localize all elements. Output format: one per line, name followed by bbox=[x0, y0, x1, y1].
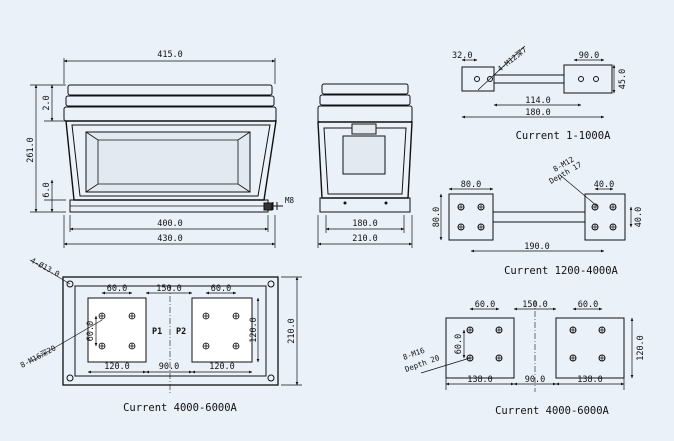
plan-left-vertical: 60.0 bbox=[86, 321, 96, 341]
busbar-1000-caption: Current 1-1000A bbox=[516, 130, 612, 142]
busbar-4000-span: 190.0 bbox=[524, 242, 550, 252]
plan-caption: Current 4000-6000A bbox=[123, 402, 237, 414]
side-view-dimensions bbox=[317, 215, 413, 248]
plan-dimensions bbox=[29, 259, 302, 386]
plan-pad-height: 120.0 bbox=[249, 317, 259, 343]
plan-pad-gap: 90.0 bbox=[159, 362, 179, 372]
plan-bolts bbox=[98, 312, 240, 350]
plan-pad-width-right: 120.0 bbox=[209, 362, 235, 372]
busbar-1000-right-width: 90.0 bbox=[579, 51, 599, 61]
busbar-1000-holes: 4-M12深7 bbox=[496, 45, 529, 73]
side-inner-width: 180.0 bbox=[352, 219, 378, 229]
plan-pad-spacing: 150.0 bbox=[156, 284, 182, 294]
plan-label-p1: P1 bbox=[152, 327, 162, 337]
front-view bbox=[63, 84, 283, 213]
busbar-4000-right-height: 40.0 bbox=[634, 207, 644, 227]
busbar-1000-mid-length: 114.0 bbox=[525, 96, 551, 106]
busbar-6000-left-vertical: 60.0 bbox=[454, 334, 464, 354]
front-width-top: 415.0 bbox=[157, 50, 183, 60]
busbar-6000-left-width: 138.0 bbox=[467, 375, 493, 385]
busbar-4000-dimensions bbox=[439, 174, 633, 253]
busbar-4000-caption: Current 1200-4000A bbox=[504, 265, 618, 277]
front-view-dimensions bbox=[30, 58, 276, 248]
busbar-6000-left-pitch: 60.0 bbox=[475, 300, 495, 310]
front-height: 261.0 bbox=[26, 137, 36, 163]
busbar-6000-gap-mid: 150.0 bbox=[522, 300, 548, 310]
busbar-6000-height: 120.0 bbox=[636, 335, 646, 361]
front-terminal-label: M8 bbox=[285, 196, 295, 205]
busbar-6000-caption: Current 4000-6000A bbox=[495, 405, 609, 417]
busbar-4000-right-pitch: 40.0 bbox=[594, 180, 614, 190]
busbar-4000-left-height: 80.0 bbox=[432, 207, 442, 227]
busbar-1000-drawing bbox=[461, 64, 613, 94]
busbar-6000-right-pitch: 60.0 bbox=[578, 300, 598, 310]
plan-pad-pitch: 60.0 bbox=[107, 284, 127, 294]
busbar-4000-drawing bbox=[448, 193, 626, 241]
plan-pad-width: 120.0 bbox=[104, 362, 130, 372]
front-width-inner: 400.0 bbox=[157, 219, 183, 229]
plan-label-p2: P2 bbox=[176, 327, 186, 337]
busbar-1000-hole-offset: 32.0 bbox=[452, 51, 472, 61]
busbar-6000-dimensions bbox=[420, 307, 634, 390]
busbar-1000-dimensions bbox=[461, 45, 616, 119]
busbar-6000-right-width: 138.0 bbox=[577, 375, 603, 385]
front-width-bottom: 430.0 bbox=[157, 234, 183, 244]
plan-pad-offset: 60.0 bbox=[211, 284, 231, 294]
plan-holes-note: 4-Ø13.0 bbox=[29, 256, 62, 279]
busbar-1000-total-length: 180.0 bbox=[525, 108, 551, 118]
plan-bolts-note: 8-M16深20 bbox=[19, 343, 58, 370]
front-step-bottom: 6.0 bbox=[42, 182, 52, 197]
side-view bbox=[317, 83, 413, 213]
busbar-6000-gap: 90.0 bbox=[525, 375, 545, 385]
side-outer-width: 210.0 bbox=[352, 234, 378, 244]
busbar-1000-right-height: 45.0 bbox=[618, 69, 628, 89]
plan-total-height: 210.0 bbox=[287, 318, 297, 344]
plan-view bbox=[62, 276, 279, 395]
busbar-4000-left-width: 80.0 bbox=[461, 180, 481, 190]
front-step-top: 2.0 bbox=[42, 95, 52, 110]
